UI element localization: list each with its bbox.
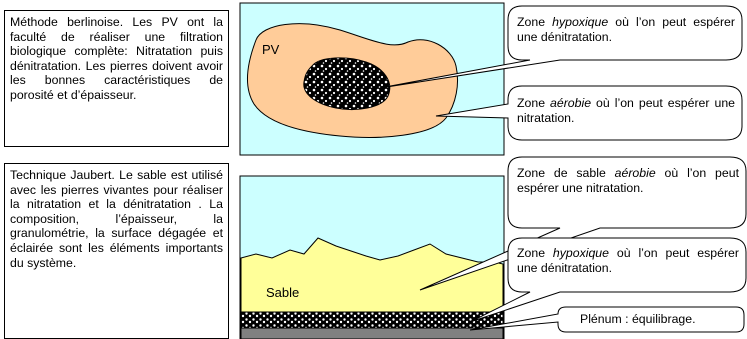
callout-4-text: Zone hypoxique où l’on peut espérer une … — [517, 246, 739, 275]
sable-label: Sable — [266, 285, 299, 300]
plenum-floor — [241, 328, 503, 339]
callout-5-text: Plénum : équilibrage. — [580, 312, 740, 327]
callout-1-text: Zone hypoxique où l’on peut espérer une … — [517, 15, 735, 44]
pv-label: PV — [262, 42, 279, 57]
plenum-gravel — [241, 312, 503, 328]
callout-3-text: Zone de sable aérobie où l’on peut espér… — [517, 166, 739, 195]
callout-2-text: Zone aérobie où l’on peut espérer une ni… — [517, 96, 735, 125]
